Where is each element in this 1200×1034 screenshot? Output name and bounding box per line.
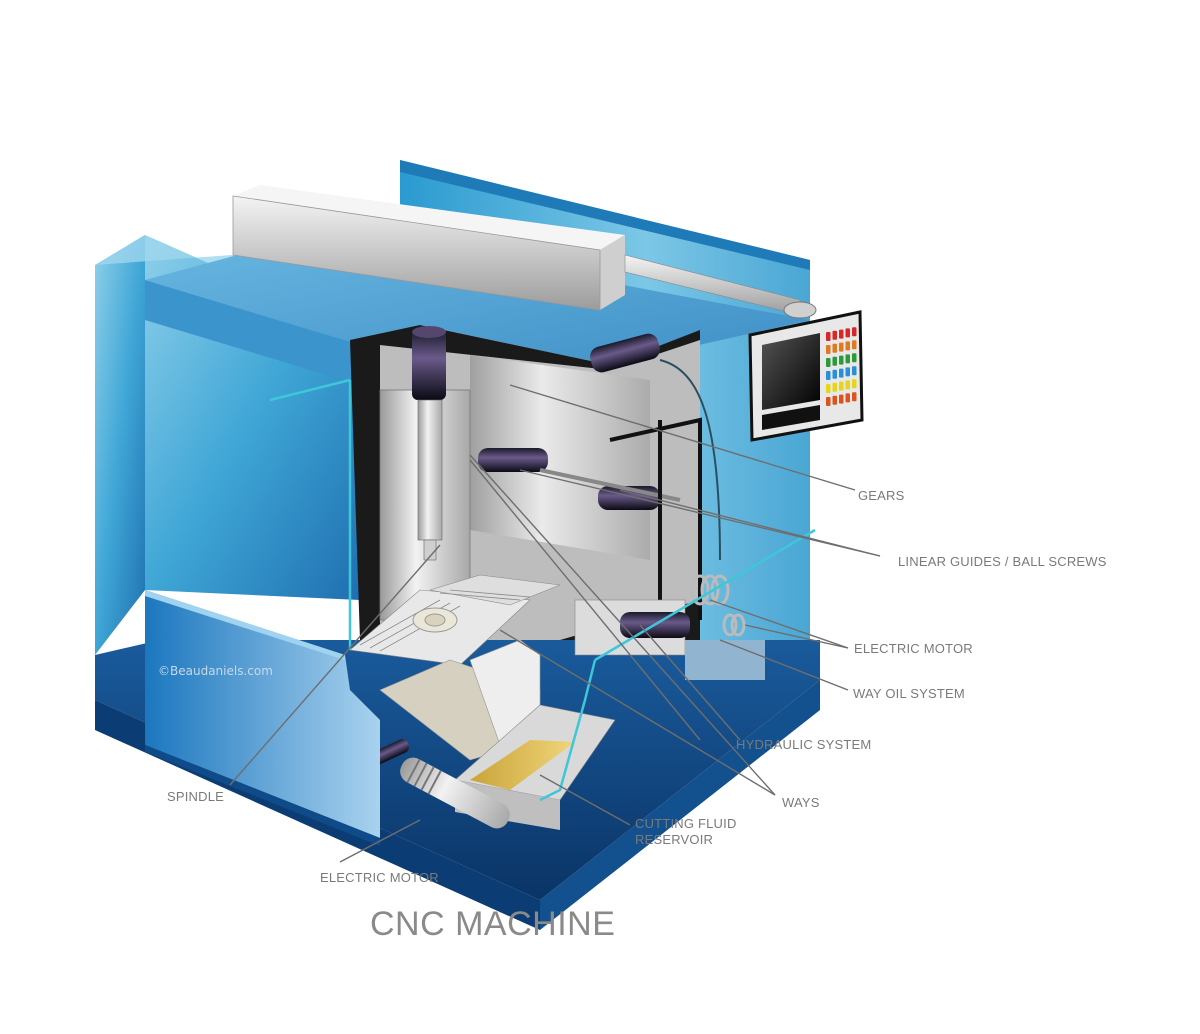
label-gears: GEARS bbox=[858, 488, 905, 503]
panel-button bbox=[832, 343, 837, 353]
panel-button bbox=[852, 392, 857, 402]
leader-lines bbox=[229, 384, 881, 863]
label-cutting-fluid-line1: CUTTING FLUID bbox=[635, 816, 737, 831]
panel-button bbox=[845, 354, 850, 364]
panel-button bbox=[845, 328, 850, 338]
glass-edges bbox=[269, 378, 816, 802]
panel-button bbox=[839, 342, 844, 352]
front-panel bbox=[145, 590, 380, 846]
panel-button bbox=[845, 341, 850, 351]
copyright-watermark: ©Beaudaniels.com bbox=[158, 664, 273, 678]
label-linear-guides-ball-screws: LINEAR GUIDES / BALL SCREWS bbox=[898, 554, 1107, 569]
label-hydraulic-system: HYDRAULIC SYSTEM bbox=[736, 737, 872, 752]
label-electric-motor-right: ELECTRIC MOTOR bbox=[854, 641, 973, 656]
panel-button bbox=[832, 382, 837, 392]
panel-button bbox=[832, 356, 837, 366]
panel-button bbox=[826, 371, 831, 380]
right-motors bbox=[574, 574, 765, 680]
panel-button bbox=[839, 381, 844, 391]
panel-button bbox=[832, 369, 837, 379]
control-panel-buttons bbox=[826, 327, 857, 406]
label-cutting-fluid-line2: RESERVOIR bbox=[635, 832, 714, 847]
panel-button bbox=[845, 380, 850, 390]
hydraulic-lines bbox=[609, 359, 721, 620]
bottom-motor bbox=[370, 739, 510, 829]
panel-button bbox=[839, 368, 844, 378]
label-spindle: SPINDLE bbox=[167, 789, 225, 804]
diagram-title: CNC MACHINE bbox=[370, 905, 616, 943]
panel-button bbox=[826, 384, 831, 393]
panel-button bbox=[839, 394, 844, 404]
label-way-oil-system: WAY OIL SYSTEM bbox=[853, 686, 965, 701]
panel-button bbox=[826, 397, 831, 406]
panel-button bbox=[826, 345, 831, 354]
spindle-assembly bbox=[379, 326, 471, 621]
panel-button bbox=[826, 358, 831, 367]
control-panel-arm bbox=[624, 254, 817, 319]
panel-button bbox=[852, 379, 857, 389]
panel-button bbox=[845, 393, 850, 403]
panel-button bbox=[845, 367, 850, 377]
panel-button bbox=[839, 355, 844, 365]
panel-button bbox=[852, 366, 857, 376]
top-hood bbox=[232, 185, 625, 311]
label-ways: WAYS bbox=[782, 795, 820, 810]
panel-button bbox=[832, 395, 837, 405]
panel-button bbox=[839, 329, 844, 339]
panel-button bbox=[852, 340, 857, 350]
control-panel bbox=[748, 310, 864, 442]
panel-button bbox=[852, 353, 857, 363]
label-electric-motor-bottom: ELECTRIC MOTOR bbox=[320, 870, 439, 885]
work-table bbox=[349, 574, 561, 761]
panel-button bbox=[826, 332, 831, 341]
panel-button bbox=[852, 327, 857, 337]
panel-button bbox=[832, 330, 837, 340]
